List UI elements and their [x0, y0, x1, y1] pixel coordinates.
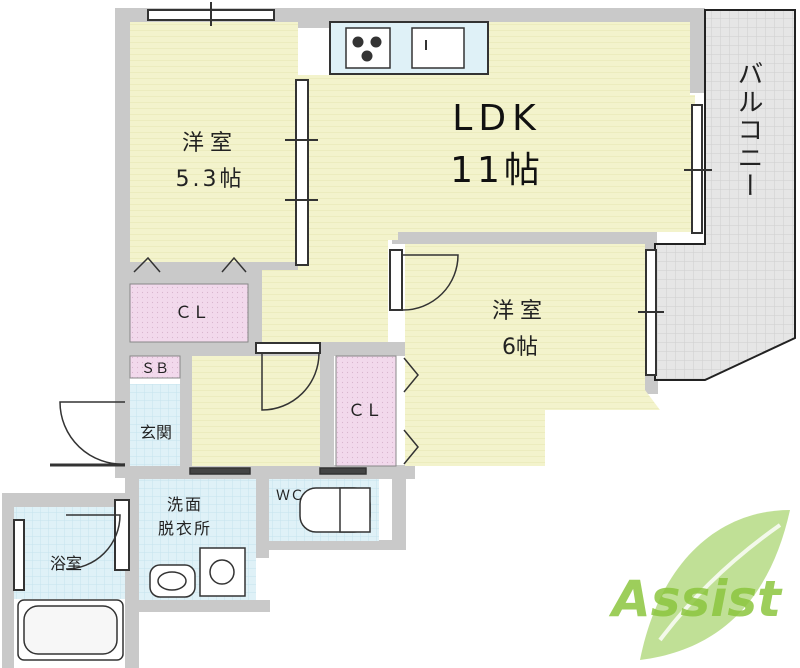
windows	[13, 2, 712, 591]
balcony-floor	[654, 9, 796, 381]
kitchen-counter	[329, 21, 489, 75]
closet-2-floor	[335, 355, 397, 467]
doors	[50, 254, 459, 570]
bathroom-label: 浴室	[50, 554, 82, 573]
ldk-name: LDK	[452, 98, 541, 139]
shoe-box-label: ＳＢ	[141, 361, 169, 377]
hall-floor	[192, 356, 320, 466]
entrance-label: 玄関	[140, 423, 172, 442]
entrance-floor	[130, 384, 180, 466]
western-room-1-name: 洋室	[182, 131, 238, 156]
closet-1-label: ＣＬ	[175, 303, 209, 323]
bathroom-floor	[14, 507, 125, 599]
closet-2-label: ＣＬ	[348, 401, 382, 421]
western-room-1-size: 5.3帖	[176, 167, 245, 192]
closet-1-floor	[129, 283, 249, 343]
balcony-label: バルコニー	[733, 60, 763, 200]
ldk-floor	[262, 22, 695, 342]
toilet-label: ＷＣ	[276, 488, 304, 504]
western-room-2-name: 洋室	[492, 299, 548, 324]
washroom-label-line1: 洗面	[167, 495, 203, 514]
western-room-2-floor	[405, 244, 660, 466]
ldk-size: 11帖	[450, 150, 544, 191]
assist-logo: Assist	[608, 510, 790, 660]
western-room-1-floor	[130, 22, 298, 262]
logo-text: Assist	[608, 570, 783, 628]
western-room-2-size: 6帖	[502, 335, 538, 360]
washroom-label-line2: 脱衣所	[158, 519, 212, 538]
fixtures	[17, 467, 371, 661]
shoe-box-floor	[129, 355, 181, 379]
